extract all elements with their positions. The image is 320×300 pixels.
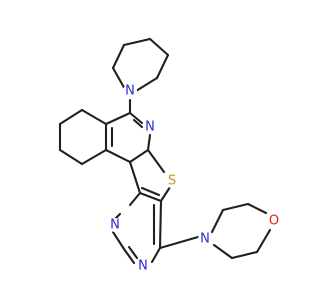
- bond: [128, 111, 144, 125]
- bond: [80, 148, 108, 166]
- bond: [104, 148, 132, 164]
- atom-label: N: [200, 232, 210, 247]
- bond: [128, 160, 142, 195]
- atom-label: N: [138, 259, 148, 274]
- bond: [210, 208, 225, 234]
- atom-layer: N N S N N N O: [108, 84, 281, 274]
- bond: [230, 250, 259, 260]
- bond: [111, 43, 126, 70]
- bond: [132, 118, 144, 129]
- bond: [127, 245, 139, 260]
- bond: [146, 148, 166, 174]
- atom-label: O: [269, 214, 279, 229]
- bond: [134, 76, 159, 93]
- bond: [158, 235, 200, 250]
- bond: [146, 133, 152, 152]
- atom-o-morpholine: O: [267, 214, 281, 229]
- bond: [221, 202, 250, 212]
- bond: [104, 111, 132, 126]
- bond: [158, 199, 163, 250]
- bond: [122, 37, 152, 47]
- atom-n-morpholine: N: [198, 232, 212, 247]
- bond: [150, 246, 162, 264]
- molecule-structure: N N S N N N O: [58, 37, 281, 274]
- atom-n-pyrimidine-lower: N: [136, 259, 150, 274]
- bond: [80, 108, 108, 126]
- atom-label: N: [110, 218, 120, 233]
- bond: [58, 108, 84, 126]
- atom-n-pyridine: N: [143, 120, 157, 135]
- bond: [138, 191, 163, 203]
- atom-s-thiophene: S: [165, 174, 179, 189]
- bond: [128, 191, 142, 207]
- bond: [111, 66, 128, 93]
- bond: [111, 230, 126, 251]
- bond: [148, 37, 170, 57]
- atom-label: N: [125, 84, 135, 99]
- atom-n-piperidine: N: [123, 84, 137, 99]
- bond: [122, 247, 136, 265]
- bond: [58, 148, 84, 166]
- atom-label: S: [168, 174, 176, 189]
- bond: [255, 228, 272, 254]
- bond: [140, 186, 161, 197]
- bond: [155, 53, 170, 80]
- molecule-canvas: N N S N N N O: [58, 37, 281, 274]
- atom-label: N: [145, 120, 155, 135]
- bond: [128, 148, 150, 164]
- atom-n-pyrimidine-upper: N: [108, 218, 122, 233]
- bond-layer: [58, 37, 272, 265]
- bond: [246, 202, 268, 215]
- bond: [212, 243, 234, 260]
